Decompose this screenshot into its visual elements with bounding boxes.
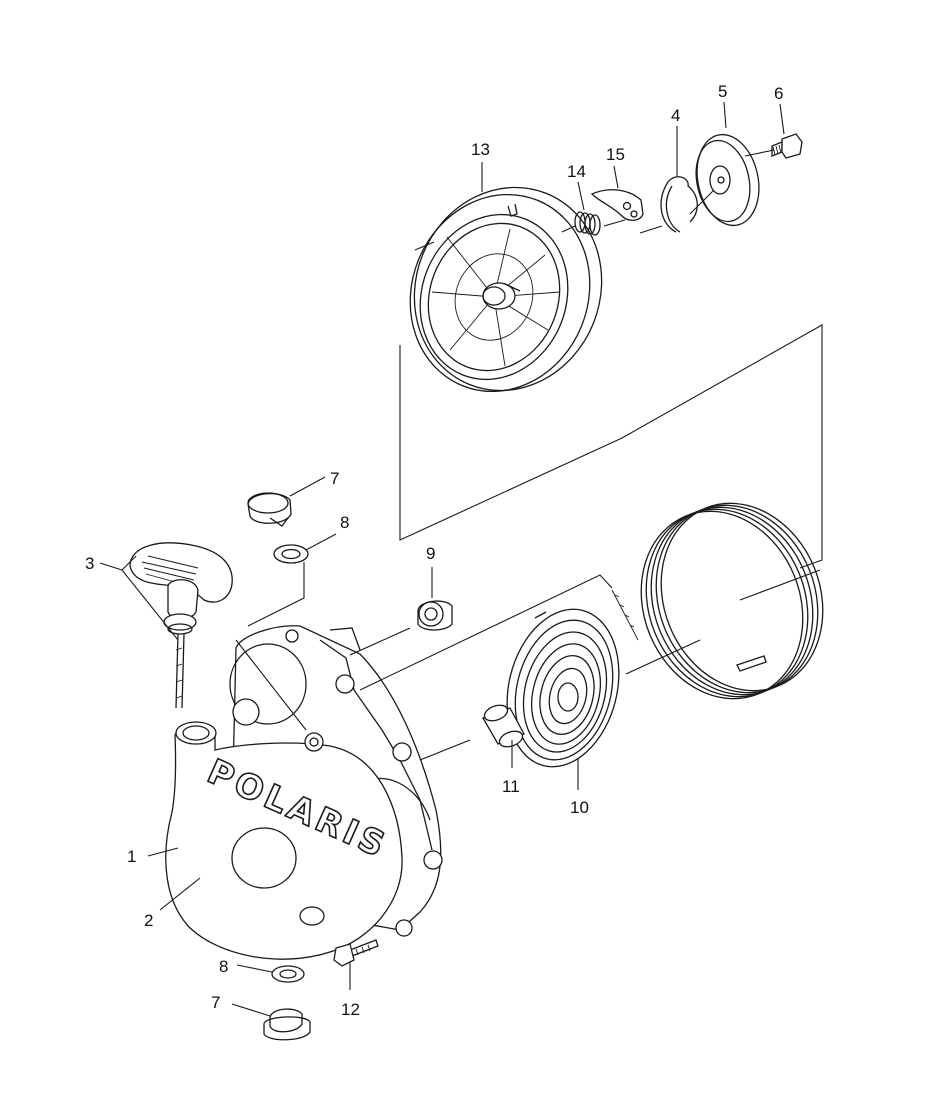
starter-handle-part-3	[129, 542, 233, 709]
callout-2: 2	[144, 911, 153, 930]
pulley-part-13	[409, 186, 603, 393]
recoil-spring-part-10	[506, 608, 620, 768]
plate-part-5	[695, 133, 760, 227]
callout-10: 10	[570, 798, 589, 817]
recoil-rope-coil	[611, 502, 824, 700]
callout-12: 12	[341, 1000, 360, 1019]
bushing-part-11	[482, 704, 525, 748]
spring-part-14	[574, 211, 601, 236]
bolt-part-6	[771, 133, 803, 159]
callout-7-bottom: 7	[211, 993, 220, 1012]
callout-6: 6	[774, 84, 783, 103]
callout-3: 3	[85, 554, 94, 573]
assembly-guide-lines	[235, 149, 823, 761]
plug-part-7-bottom	[263, 1008, 311, 1041]
callout-15: 15	[606, 145, 625, 164]
callout-13: 13	[471, 140, 490, 159]
callout-labels: 13 14 15 4 5 6 7 8 9 3 11 10 1 2 8 7 12	[85, 82, 783, 1019]
callout-leader-lines	[99, 101, 785, 1017]
callout-11: 11	[502, 777, 520, 796]
plug-part-7-top	[247, 492, 292, 527]
callout-8-bottom: 8	[219, 957, 228, 976]
pawl-part-15	[590, 189, 644, 221]
bushing-part-9	[417, 600, 453, 631]
callout-8-top: 8	[340, 513, 349, 532]
callout-5: 5	[718, 82, 727, 101]
callout-4: 4	[671, 106, 680, 125]
washer-part-8-top	[273, 544, 309, 564]
callout-14: 14	[567, 162, 586, 181]
callout-7-top: 7	[330, 469, 339, 488]
clip-part-4	[660, 176, 698, 233]
bolt-part-12	[333, 939, 379, 967]
starter-housing-part-1: POLARIS	[165, 625, 443, 960]
washer-part-8-bottom	[271, 965, 305, 983]
callout-9: 9	[426, 544, 435, 563]
callout-1: 1	[127, 847, 136, 866]
